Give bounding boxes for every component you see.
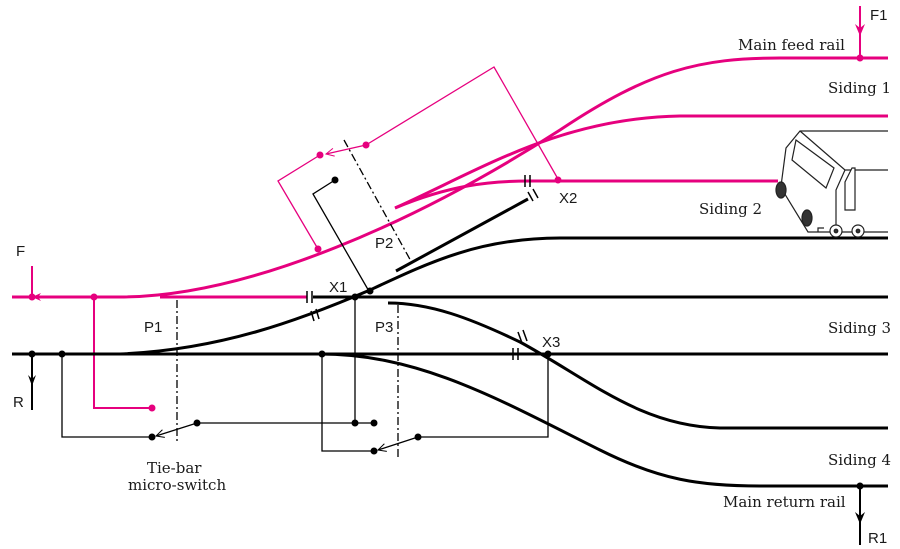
feed-junction-dots <box>28 54 864 412</box>
feed-rails <box>12 56 888 409</box>
label-main-feed-rail: Main feed rail <box>738 36 845 54</box>
feed-arrow-f1 <box>855 6 865 58</box>
label-siding-4: Siding 4 <box>828 451 891 469</box>
return-arrow-r1 <box>855 486 865 545</box>
label-tie-bar: Tie-bar <box>147 459 202 477</box>
arrow-down-icon <box>28 375 36 386</box>
return-rails <box>12 197 888 488</box>
label-siding-2: Siding 2 <box>699 200 762 218</box>
label-f1: F1 <box>870 7 888 24</box>
insulated-gaps <box>306 175 539 360</box>
label-siding-3: Siding 3 <box>828 319 891 337</box>
label-f: F <box>16 243 25 260</box>
junction-dots <box>28 176 864 490</box>
label-x2: X2 <box>559 190 577 207</box>
label-siding-1: Siding 1 <box>828 79 891 97</box>
p2-switch-wiring <box>277 66 562 253</box>
label-r1: R1 <box>868 530 887 547</box>
label-x3: X3 <box>542 334 560 351</box>
label-p3: P3 <box>375 319 393 336</box>
label-x1: X1 <box>329 279 347 296</box>
labels: F R F1 R1 Main feed rail Siding 1 Siding… <box>13 7 891 547</box>
locomotive-icon <box>775 130 888 238</box>
label-micro-switch: micro-switch <box>128 476 226 494</box>
return-arrow-r <box>28 354 36 410</box>
point-centrelines <box>176 139 413 458</box>
label-p1: P1 <box>144 319 162 336</box>
label-p2: P2 <box>375 235 393 252</box>
label-main-return-rail: Main return rail <box>723 493 846 511</box>
arrow-down-icon <box>855 24 865 36</box>
label-r: R <box>13 394 24 411</box>
arrow-down-icon <box>855 512 865 524</box>
